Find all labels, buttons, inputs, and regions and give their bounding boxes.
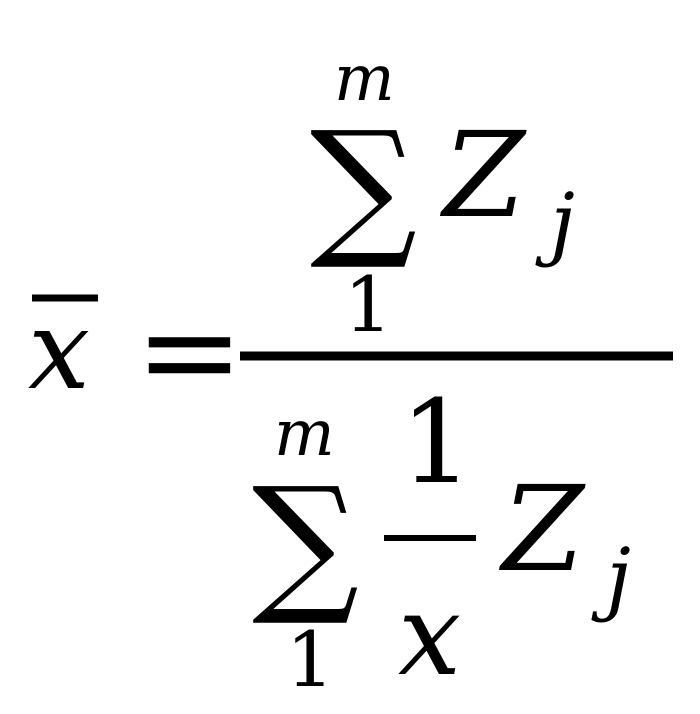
denominator-sum-upper: m [274,397,335,471]
numerator-sum-symbol: ∑ [310,100,417,274]
numerator-term-variable: Z [439,106,527,244]
denominator-term-subscript: j [591,531,631,624]
inner-fraction-denominator: x [398,571,461,701]
lhs-variable: x [28,286,90,414]
denominator: m ∑ 1 1 x Z j [252,376,631,704]
numerator-sum-lower: 1 [344,260,392,349]
denominator-sum-symbol: ∑ [252,456,359,630]
denominator-term-variable: Z [498,460,586,598]
numerator: m ∑ 1 Z j [310,42,575,349]
numerator-sum-upper: m [334,42,395,116]
numerator-term-subscript: j [535,176,575,269]
denominator-sum-lower: 1 [286,615,334,704]
equals-sign: = [135,275,244,427]
inner-fraction-numerator: 1 [400,376,473,510]
